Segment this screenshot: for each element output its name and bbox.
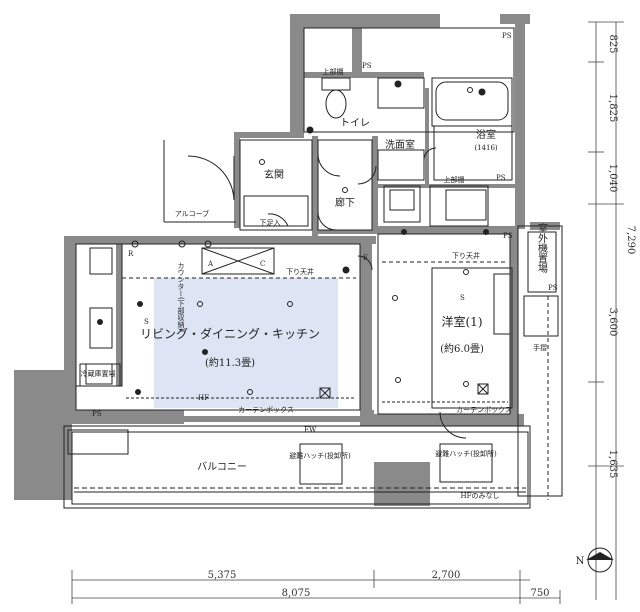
ps-label-outdoor: PS <box>548 284 558 292</box>
ps-label-right-top: PS <box>502 32 512 40</box>
western-room-size: (約6.0畳) <box>440 342 484 355</box>
alcove-label: アルコーブ <box>175 209 209 218</box>
hf-note: HFのみなし <box>461 492 500 500</box>
fridge-label: 冷蔵庫置場 <box>81 369 116 378</box>
symbols <box>97 80 489 399</box>
dim-r-0: 825 <box>607 34 618 53</box>
upper-cabinet-1: 上部棚 <box>444 175 465 184</box>
curtain-box-1: カーテンボックス <box>238 406 294 414</box>
room-labels: リビング・ダイニング・キッチン (約11.3畳) 洋室(1) (約6.0畳) ト… <box>140 118 498 473</box>
western-room-label: 洋室(1) <box>442 314 483 329</box>
dim-r-4: 1,635 <box>607 450 618 479</box>
dim-b-total: 8,075 <box>282 588 311 599</box>
dimension-bottom-labels: 5,375 2,700 8,075 750 <box>208 570 550 599</box>
hatch-label-1: 避難ハッチ(投卸所) <box>289 451 351 460</box>
walls <box>14 14 560 506</box>
counter-label: カウンター(下部収納) <box>177 262 185 331</box>
s-mark-2: S <box>460 294 465 302</box>
dim-b-0: 5,375 <box>208 570 237 581</box>
dimension-right-labels: 825 1,825 1,040 3,600 1,635 7,290 <box>607 34 636 478</box>
ldk-size: (約11.3畳) <box>205 356 255 369</box>
entrance-label: 玄関 <box>264 168 284 181</box>
dimension-right <box>588 21 624 600</box>
shoe-box-label: 下足入 <box>260 219 281 227</box>
handrail-label: 手摺 <box>533 343 547 352</box>
outlines <box>63 27 563 509</box>
dim-r-3: 3,600 <box>607 308 618 337</box>
ps-label-left: PS <box>92 410 102 418</box>
compass: N <box>576 547 614 573</box>
outdoor-unit-label: 室外機置場 <box>536 222 548 274</box>
compass-n: N <box>576 556 585 567</box>
drop-ceiling-2: 下り天井 <box>452 251 480 260</box>
ps-label-top: PS <box>362 62 372 70</box>
dim-r-2: 1,040 <box>607 164 618 193</box>
s-mark-1: S <box>144 318 149 326</box>
f-mark: F <box>363 254 368 262</box>
toilet-label: トイレ <box>340 118 370 129</box>
ac-a: A <box>207 260 214 268</box>
upper-cabinet-2: 上部棚 <box>323 67 344 76</box>
hatch-label-2: 避難ハッチ(投卸所) <box>435 449 497 458</box>
curtain-box-2: カーテンボックス <box>456 406 512 414</box>
ew-mark: EW <box>304 426 317 434</box>
small-labels: PS PS PS PS PS PS カウンター(下部収納) 冷蔵庫置場 カーテン… <box>81 32 558 500</box>
drop-ceiling-1: 下り天井 <box>286 267 314 276</box>
dimension-bottom <box>71 570 561 604</box>
ac-c: C <box>260 260 265 268</box>
bath-label: 浴室 <box>476 128 496 141</box>
outdoor-unit-text: 室外機置場 <box>536 222 548 274</box>
ps-label-right: PS <box>503 232 513 240</box>
dim-b-extra: 750 <box>530 588 549 599</box>
balcony-label: バルコニー <box>197 461 247 473</box>
hf-label: HF <box>198 394 209 402</box>
dim-r-1: 1,825 <box>607 94 618 123</box>
ldk-label: リビング・ダイニング・キッチン <box>140 326 320 341</box>
washroom-label: 洗面室 <box>385 138 415 151</box>
dim-b-1: 2,700 <box>432 570 461 581</box>
ps-label-mid: PS <box>496 174 506 182</box>
hallway-label: 廊下 <box>335 196 355 209</box>
r-mark: R <box>128 250 134 258</box>
bath-size: (1416) <box>474 144 498 152</box>
dim-r-total: 7,290 <box>625 226 636 255</box>
